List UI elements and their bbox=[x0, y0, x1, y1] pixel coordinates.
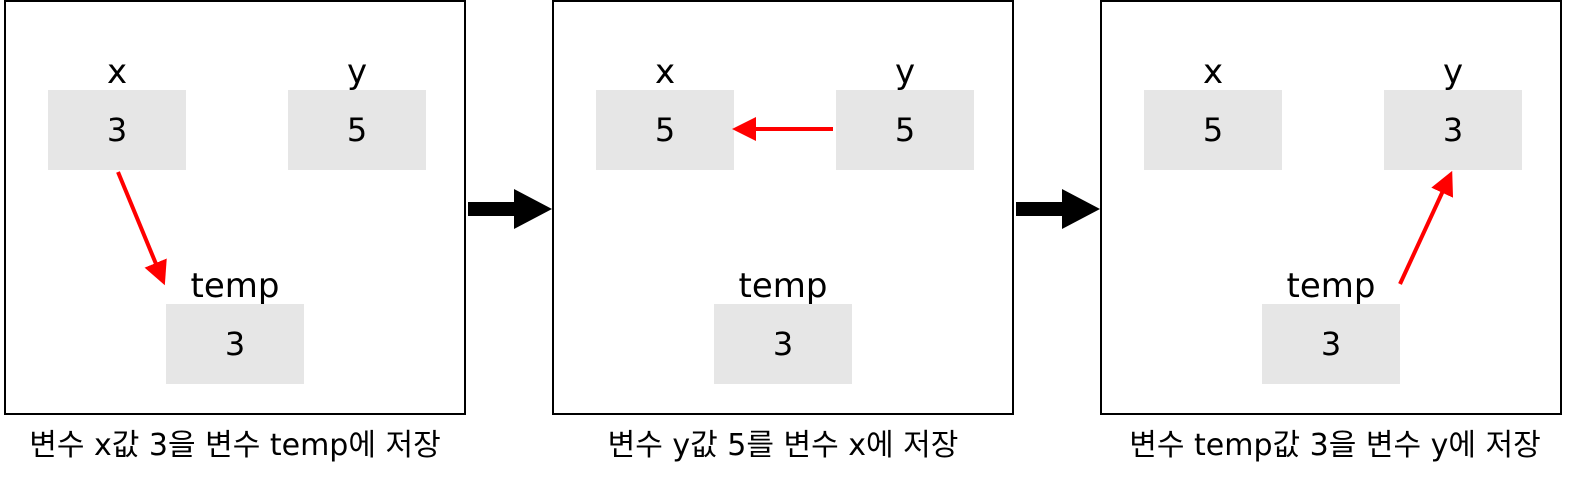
variable-y-box: 5 bbox=[288, 90, 426, 170]
step-1-caption: 변수 x값 3을 변수 temp에 저장 bbox=[29, 428, 441, 463]
step-3-caption: 변수 temp값 3을 변수 y에 저장 bbox=[1129, 428, 1541, 463]
variable-temp-box: 3 bbox=[1262, 304, 1400, 384]
variable-temp-label: temp bbox=[738, 266, 828, 306]
variable-x-label: x bbox=[654, 52, 676, 92]
variable-y-label: y bbox=[1442, 52, 1464, 92]
variable-x-box: 5 bbox=[1144, 90, 1282, 170]
next-step-arrow-2 bbox=[1016, 189, 1100, 229]
variable-x-box: 3 bbox=[48, 90, 186, 170]
step-2-caption: 변수 y값 5를 변수 x에 저장 bbox=[607, 428, 959, 463]
variable-y-box: 5 bbox=[836, 90, 974, 170]
variable-y-box: 3 bbox=[1384, 90, 1522, 170]
variable-temp-label: temp bbox=[1286, 266, 1376, 306]
variable-x-box: 5 bbox=[596, 90, 734, 170]
variable-x-label: x bbox=[106, 52, 128, 92]
variable-x-label: x bbox=[1202, 52, 1224, 92]
step-2-panel: x 5 y 5 temp 3 bbox=[552, 0, 1014, 415]
step-1-panel: x 3 y 5 temp 3 bbox=[4, 0, 466, 415]
variable-temp-box: 3 bbox=[714, 304, 852, 384]
variable-y-label: y bbox=[894, 52, 916, 92]
step-3-panel: x 5 y 3 temp 3 bbox=[1100, 0, 1562, 415]
next-step-arrow-1 bbox=[468, 189, 552, 229]
variable-temp-label: temp bbox=[190, 266, 280, 306]
variable-y-label: y bbox=[346, 52, 368, 92]
variable-temp-box: 3 bbox=[166, 304, 304, 384]
